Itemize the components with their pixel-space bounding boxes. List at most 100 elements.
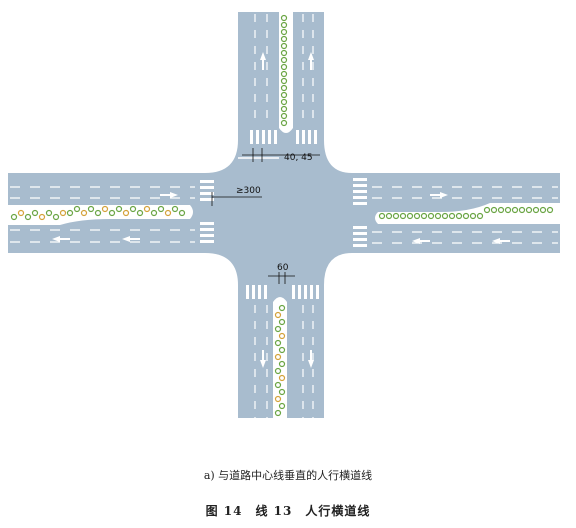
- median-plant: [490, 206, 498, 214]
- median-plant: [280, 42, 288, 50]
- median-plant: [45, 209, 53, 217]
- median-plant: [274, 311, 282, 319]
- median-plant: [108, 209, 116, 217]
- median-plant: [278, 360, 286, 368]
- median-vegetation: [10, 14, 554, 417]
- median-plant: [17, 209, 25, 217]
- median-plant: [420, 212, 428, 220]
- dimension-crosswalk-setback: ≥300: [211, 186, 262, 206]
- median-plant: [280, 49, 288, 57]
- north-lane-markings: [254, 14, 314, 125]
- median-plant: [546, 206, 554, 214]
- median-plant: [280, 84, 288, 92]
- median-plant: [539, 206, 547, 214]
- median-plant: [280, 28, 288, 36]
- median-plant: [164, 209, 172, 217]
- median-plant: [73, 205, 81, 213]
- median-plant: [280, 56, 288, 64]
- median-plant: [129, 205, 137, 213]
- median-plant: [10, 213, 18, 221]
- median-plant: [274, 409, 282, 417]
- median-plant: [38, 213, 46, 221]
- median-plant: [504, 206, 512, 214]
- median-plant: [280, 14, 288, 22]
- median-plant: [427, 212, 435, 220]
- median-plant: [462, 212, 470, 220]
- setback-label: ≥300: [236, 186, 261, 196]
- median-plant: [497, 206, 505, 214]
- median-plant: [278, 402, 286, 410]
- median-plant: [278, 304, 286, 312]
- median-plant: [274, 339, 282, 347]
- median-plant: [441, 212, 449, 220]
- median-plant: [274, 381, 282, 389]
- median-plant: [511, 206, 519, 214]
- median-plant: [280, 70, 288, 78]
- median-plant: [378, 212, 386, 220]
- median-plant: [52, 213, 60, 221]
- median-plant: [518, 206, 526, 214]
- median-plant: [434, 212, 442, 220]
- median-plant: [24, 213, 32, 221]
- median-plant: [483, 206, 491, 214]
- median-plant: [115, 205, 123, 213]
- median-plant: [280, 119, 288, 127]
- median-plant: [31, 209, 39, 217]
- median-plant: [101, 205, 109, 213]
- median-plant: [392, 212, 400, 220]
- median-plant: [274, 367, 282, 375]
- median-plant: [157, 205, 165, 213]
- median-plant: [278, 318, 286, 326]
- median-plant: [178, 209, 186, 217]
- median-plant: [448, 212, 456, 220]
- median-plant: [80, 209, 88, 217]
- south-crosswalk: [246, 285, 319, 299]
- median-plant: [87, 205, 95, 213]
- median-plant: [525, 206, 533, 214]
- south-lane-markings: [254, 305, 314, 418]
- figure-caption: 图 14 线 13 人行横道线: [205, 504, 371, 518]
- median-plant: [143, 205, 151, 213]
- median-plant: [278, 346, 286, 354]
- median-plant: [278, 332, 286, 340]
- median-plant: [59, 209, 67, 217]
- median-gap-label: 40, 45: [284, 153, 313, 163]
- median-plant: [280, 77, 288, 85]
- median-plant: [274, 325, 282, 333]
- median-plant: [274, 395, 282, 403]
- median-plant: [406, 212, 414, 220]
- median-plant: [66, 209, 74, 217]
- dimension-south-gap: 60: [268, 263, 295, 284]
- median-plant: [469, 212, 477, 220]
- median-plant: [413, 212, 421, 220]
- lane-arrows: [52, 52, 510, 368]
- median-plant: [280, 91, 288, 99]
- south-gap-label: 60: [277, 263, 289, 273]
- median-plant: [94, 209, 102, 217]
- median-plant: [280, 21, 288, 29]
- median-plant: [476, 212, 484, 220]
- median-plant: [399, 212, 407, 220]
- north-crosswalk: [250, 130, 317, 144]
- median-plant: [278, 374, 286, 382]
- median-plant: [455, 212, 463, 220]
- median-plant: [280, 63, 288, 71]
- west-crosswalk: [200, 180, 214, 243]
- median-plant: [532, 206, 540, 214]
- median-plant: [280, 35, 288, 43]
- median-plant: [150, 209, 158, 217]
- median-plant: [280, 112, 288, 120]
- east-crosswalk: [353, 178, 367, 247]
- figure-subcaption: a) 与道路中心线垂直的人行横道线: [203, 469, 373, 482]
- median-plant: [171, 205, 179, 213]
- median-plant: [385, 212, 393, 220]
- median-plant: [274, 353, 282, 361]
- median-plant: [278, 388, 286, 396]
- median-plant: [280, 98, 288, 106]
- intersection-diagram: 40, 45 ≥300 60: [8, 12, 560, 418]
- median-plant: [136, 209, 144, 217]
- median-plant: [280, 105, 288, 113]
- dimension-median-gap: 40, 45: [242, 148, 320, 163]
- west-median: [8, 205, 193, 225]
- median-plant: [122, 209, 130, 217]
